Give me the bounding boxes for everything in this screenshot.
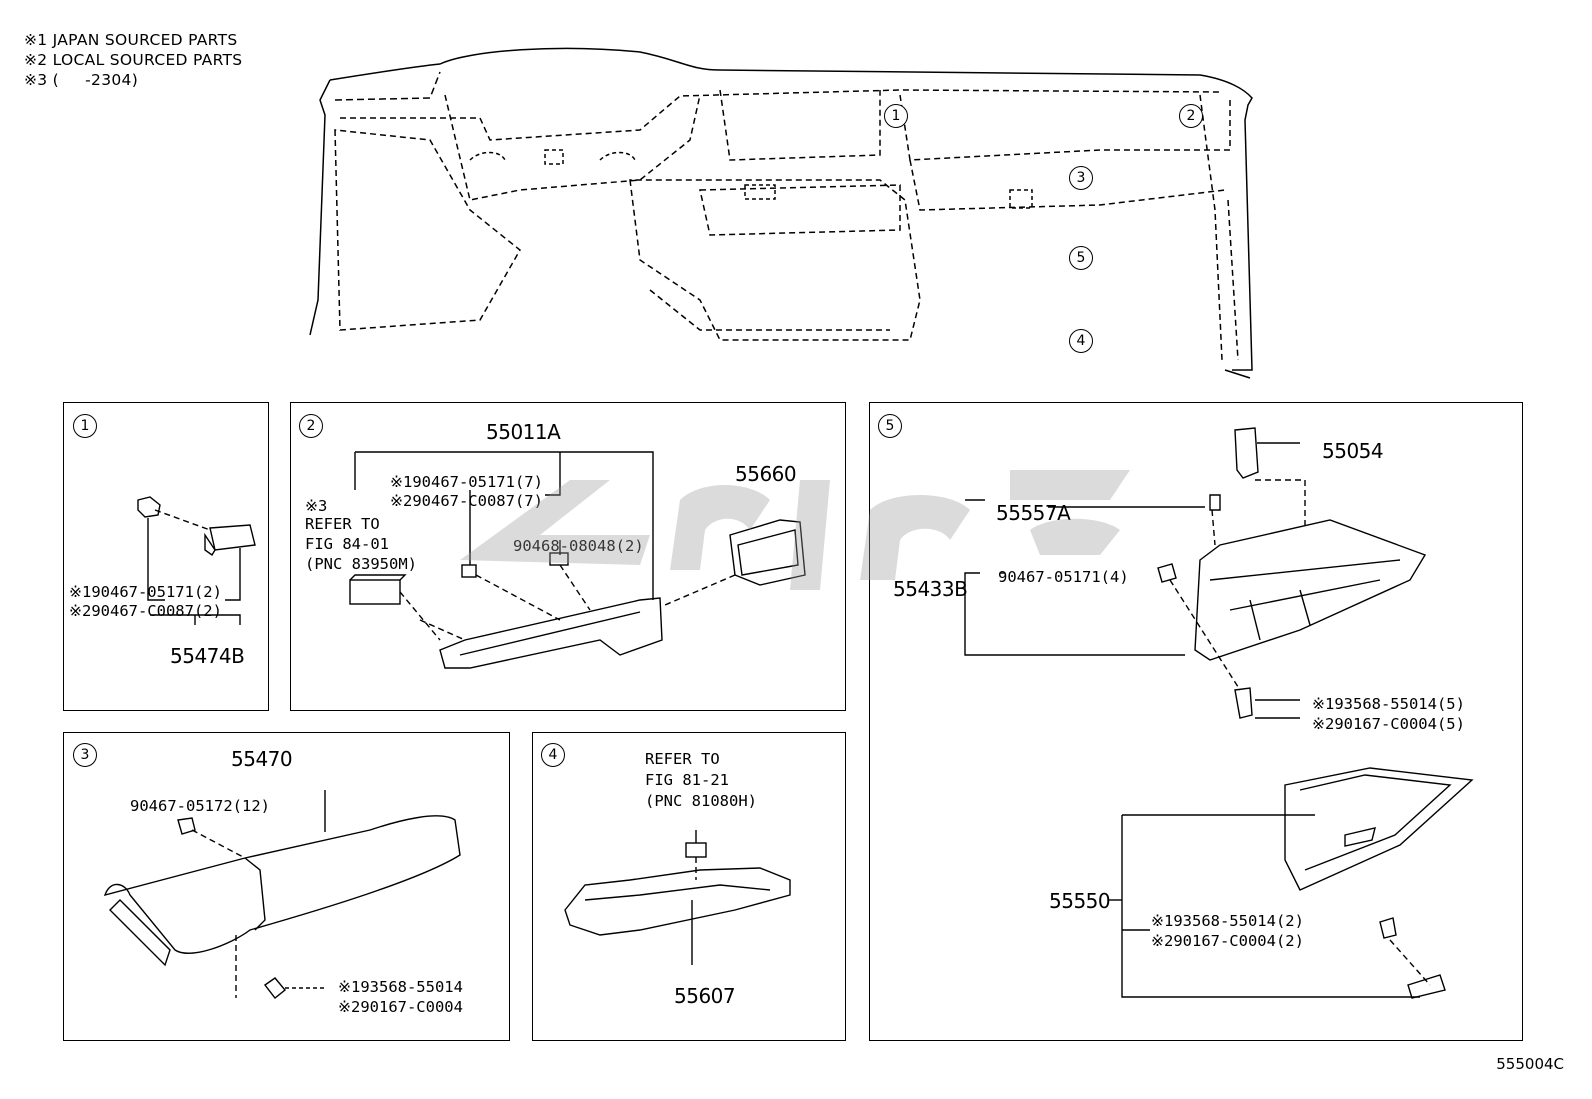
panel-2-assembly-number: 55011A [486, 420, 561, 444]
panel-2-part-number: 55660 [735, 462, 797, 486]
panel-2-refer-line-3: (PNC 83950M) [305, 555, 417, 573]
panel-2-refer-line-1: REFER TO [305, 515, 380, 533]
watermark-logo-icon [460, 470, 1130, 590]
legend-line-2: ※2 LOCAL SOURCED PARTS [24, 51, 243, 69]
panel1-art [137, 496, 256, 625]
panel-5-screw-1: ※193568-55014(5) [1312, 695, 1465, 713]
panel4-art [564, 830, 791, 965]
panel-5-stopper-number: 55557A [996, 501, 1071, 525]
panel-4-refer-line-3: (PNC 81080H) [645, 792, 757, 810]
panel-1-number: 1 [73, 414, 97, 438]
legend-line-3: ※3 ( -2304) [24, 71, 139, 89]
panel-5-door-number: 55550 [1049, 889, 1111, 913]
overview-callout-2: 2 [1179, 104, 1203, 128]
panel-5-door-screw-1: ※193568-55014(2) [1151, 912, 1304, 930]
panel2-art [349, 451, 806, 669]
panel-1 [63, 402, 269, 711]
panel-3-number: 3 [73, 743, 97, 767]
panel-2-note-mark: ※3 [305, 497, 328, 515]
panel-5-number: 5 [878, 414, 902, 438]
panel-2-clip: 90468-08048(2) [513, 537, 644, 555]
panel-2-fastener-1: ※190467-05171(7) [390, 473, 543, 491]
panel-5-screw-2: ※290167-C0004(5) [1312, 715, 1465, 733]
panel-5-clip: 90467-05171(4) [998, 568, 1129, 586]
panel-5-assembly-number: 55433B [893, 577, 968, 601]
panel-5-door-screw-2: ※290167-C0004(2) [1151, 932, 1304, 950]
panel-3-screw-2: ※290167-C0004 [338, 998, 463, 1016]
panel-4-number: 4 [541, 743, 565, 767]
panel5-art [964, 427, 1474, 999]
panel-2-fastener-2: ※290467-C0087(7) [390, 492, 543, 510]
panel-4-refer-line-1: REFER TO [645, 750, 720, 768]
diagram-code: 555004C [1496, 1055, 1564, 1073]
overview-callout-4: 4 [1069, 329, 1093, 353]
panel-3-clip: 90467-05172(12) [130, 797, 270, 815]
panel-4-refer-line-2: FIG 81-21 [645, 771, 729, 789]
panel-3-part-number: 55470 [231, 747, 293, 771]
panel3-art [103, 790, 461, 999]
panel-5-damper-number: 55054 [1322, 439, 1384, 463]
panel-3 [63, 732, 510, 1041]
overview-callout-3: 3 [1069, 166, 1093, 190]
panel-2 [290, 402, 846, 711]
panel-4-part-number: 55607 [674, 984, 736, 1008]
legend: ※1 JAPAN SOURCED PARTS ※2 LOCAL SOURCED … [24, 30, 242, 90]
panel-3-screw-1: ※193568-55014 [338, 978, 463, 996]
panel-2-refer-line-2: FIG 84-01 [305, 535, 389, 553]
panel-1-fastener-1: ※190467-05171(2) [69, 583, 222, 601]
panel-1-part-number: 55474B [170, 644, 245, 668]
overview-callout-5: 5 [1069, 246, 1093, 270]
panel-4 [532, 732, 846, 1041]
panel-2-number: 2 [299, 414, 323, 438]
legend-line-1: ※1 JAPAN SOURCED PARTS [24, 31, 238, 49]
overview-callout-1: 1 [884, 104, 908, 128]
dashboard-overview [309, 47, 1253, 379]
panel-5 [869, 402, 1523, 1041]
panel-1-fastener-2: ※290467-C0087(2) [69, 602, 222, 620]
